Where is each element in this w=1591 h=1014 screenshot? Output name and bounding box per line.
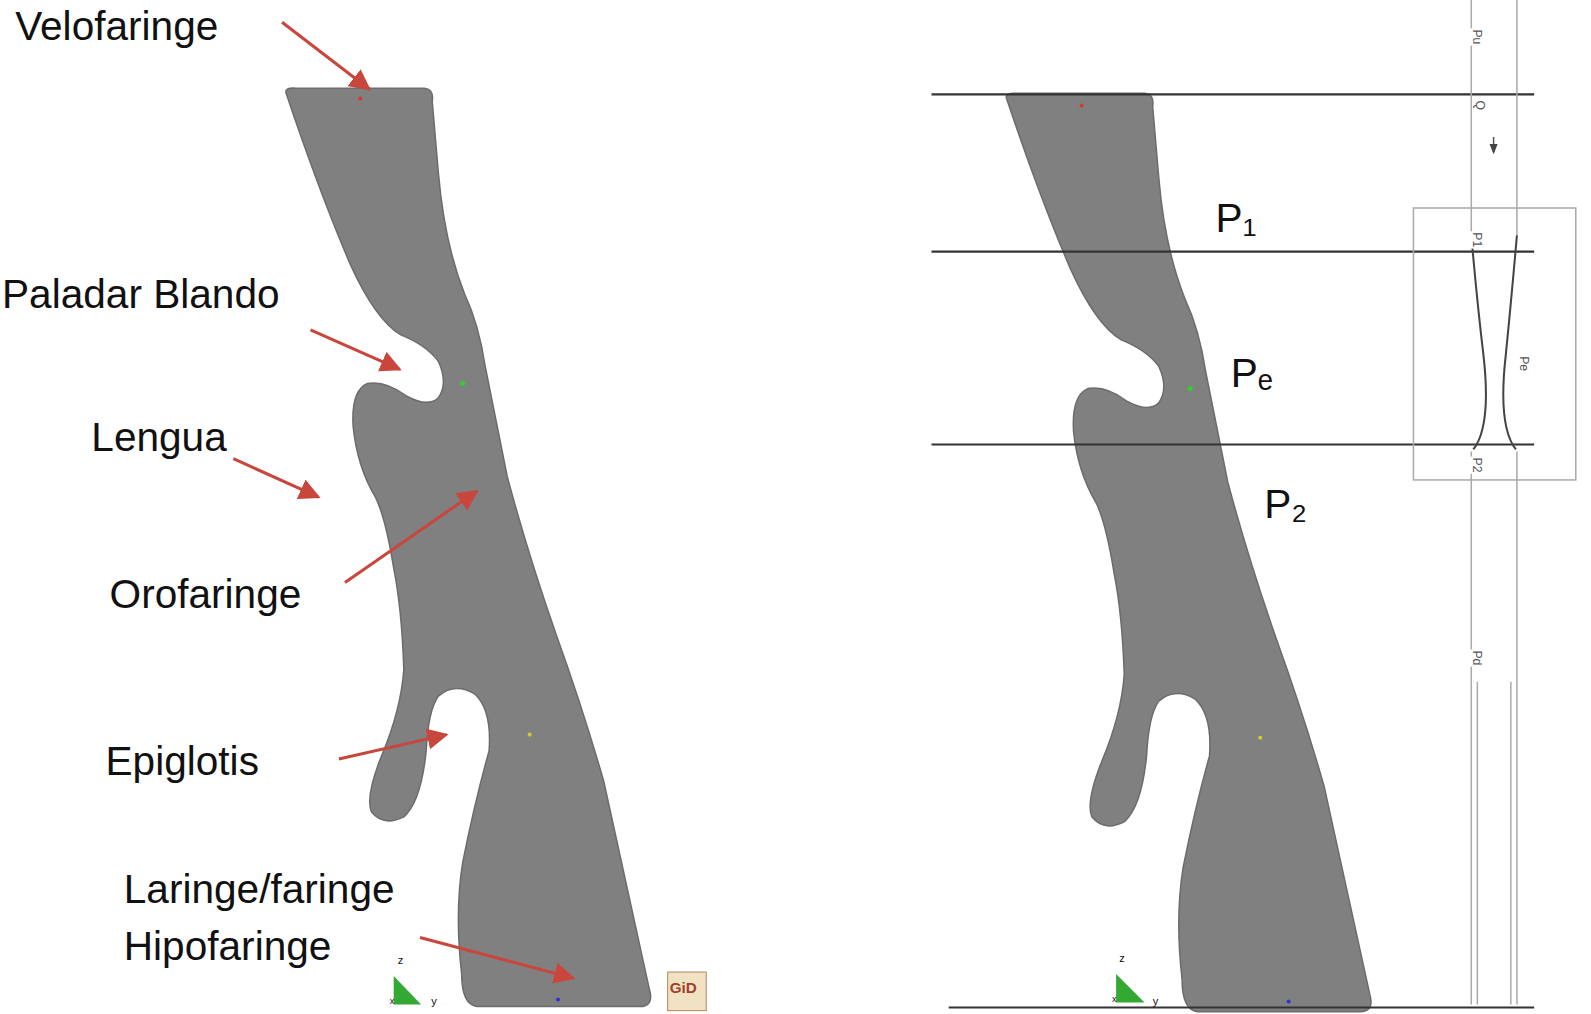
tube-label: Q — [1472, 99, 1486, 111]
axis-letter: y — [1153, 994, 1159, 1007]
part-name: Orofaringe — [110, 570, 302, 617]
pressure-label: P₂ — [1264, 481, 1307, 528]
tube-label: Pe — [1516, 355, 1530, 372]
logo-text: GiD — [670, 979, 697, 997]
part-name: Paladar Blando — [2, 271, 280, 318]
axis-letter: x — [390, 995, 395, 1005]
axis-letter: x — [1112, 994, 1117, 1004]
axis-letter: y — [431, 994, 437, 1007]
part-name: Epiglotis — [106, 738, 259, 785]
pressure-label: P₁ — [1216, 195, 1257, 242]
tube-label: P1 — [1469, 231, 1483, 248]
part-name: Lengua — [91, 413, 226, 460]
tube-label: Pu — [1469, 28, 1483, 45]
axis-letter: z — [398, 954, 404, 967]
part-name: Velofaringe — [15, 2, 218, 49]
tube-label: P2 — [1469, 457, 1483, 474]
pressure-label: Pₑ — [1231, 349, 1273, 396]
axis-letter: z — [1119, 952, 1125, 965]
tube-label: Pd — [1469, 649, 1483, 666]
